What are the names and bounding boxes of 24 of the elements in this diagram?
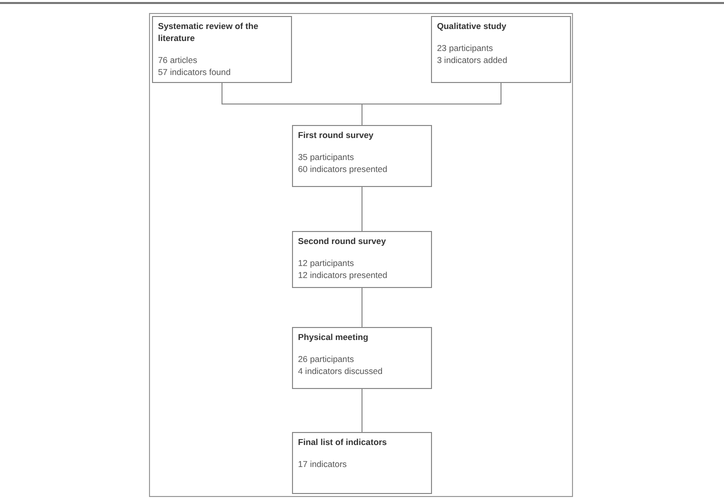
box-detail: 4 indicators discussed bbox=[298, 365, 384, 377]
box-heading: Final list of indicators bbox=[298, 436, 388, 448]
box-heading: Qualitative study bbox=[437, 20, 508, 32]
process-box bbox=[292, 125, 432, 187]
connector-line bbox=[362, 82, 502, 126]
box-detail: 76 articles bbox=[158, 54, 198, 66]
box-detail: 12 participants bbox=[298, 257, 355, 269]
box-heading: Second round survey bbox=[298, 235, 387, 247]
box-detail: 57 indicators found bbox=[158, 66, 232, 78]
box-detail: 12 indicators presented bbox=[298, 269, 388, 281]
box-heading: Systematic review of the literature bbox=[158, 20, 260, 44]
box-heading: Physical meeting bbox=[298, 331, 370, 343]
box-detail: 23 participants bbox=[437, 42, 494, 54]
box-detail: 35 participants bbox=[298, 151, 355, 163]
process-box bbox=[292, 432, 432, 494]
box-detail: 60 indicators presented bbox=[298, 163, 388, 175]
process-box bbox=[292, 231, 432, 288]
process-box bbox=[292, 327, 432, 389]
box-detail: 3 indicators added bbox=[437, 54, 508, 66]
process-box bbox=[431, 16, 571, 83]
box-detail: 17 indicators bbox=[298, 458, 348, 470]
box-detail: 26 participants bbox=[298, 353, 355, 365]
process-box bbox=[152, 16, 292, 83]
box-heading: First round survey bbox=[298, 129, 374, 141]
